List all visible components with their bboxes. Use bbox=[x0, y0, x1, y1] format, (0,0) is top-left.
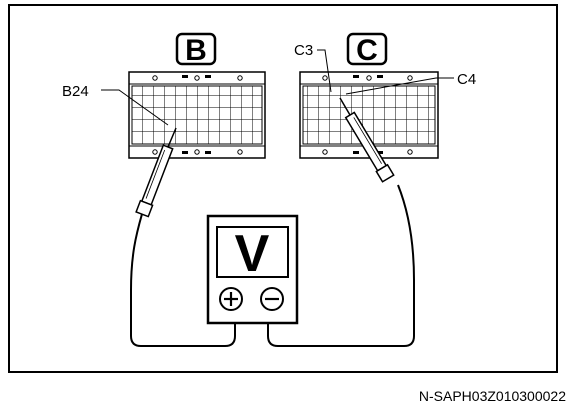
leader-line-b24 bbox=[101, 89, 169, 126]
figure-frame bbox=[8, 4, 558, 373]
terminal-label-c3: C3 bbox=[294, 42, 313, 59]
connector-c bbox=[299, 71, 439, 159]
connector-b bbox=[128, 71, 266, 159]
voltmeter-symbol: V bbox=[235, 225, 270, 283]
terminal-label-b24: B24 bbox=[62, 83, 89, 100]
voltmeter: V bbox=[206, 214, 299, 325]
negative-wire bbox=[267, 184, 415, 347]
terminal-label-c4: C4 bbox=[457, 71, 476, 88]
leader-line-c4 bbox=[345, 77, 454, 95]
connector-b-label-box: B bbox=[175, 32, 217, 67]
connector-c-label: C bbox=[356, 34, 378, 67]
leader-line-c3 bbox=[317, 49, 332, 93]
figure-code: N-SAPH03Z010300022 bbox=[419, 388, 566, 404]
connector-c-label-box: C bbox=[346, 32, 388, 67]
connector-b-label: B bbox=[185, 34, 207, 67]
positive-probe bbox=[135, 127, 177, 218]
voltmeter-display bbox=[216, 226, 289, 278]
negative-probe bbox=[339, 97, 395, 183]
positive-wire bbox=[130, 213, 236, 347]
